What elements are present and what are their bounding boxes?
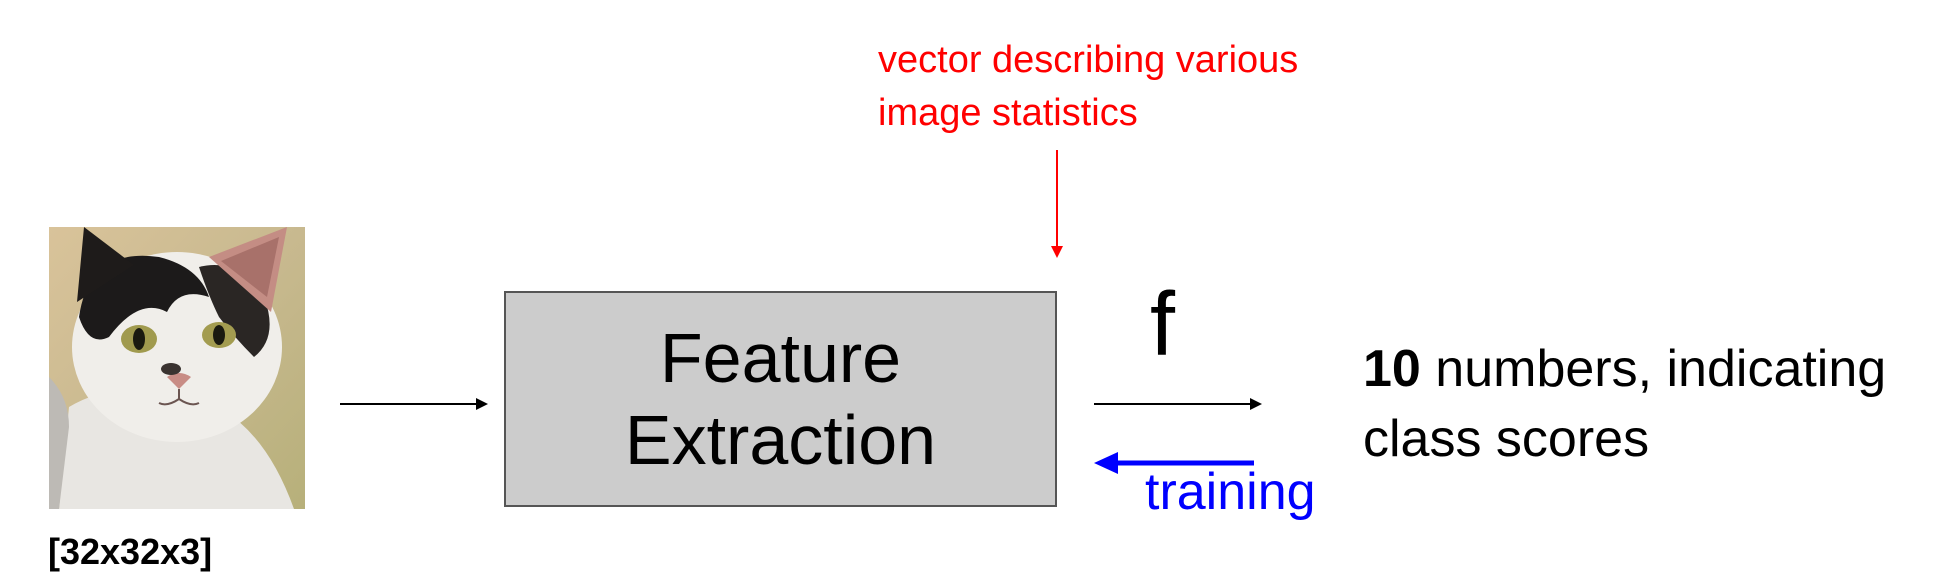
feature-box-line-2: Extraction xyxy=(624,401,937,479)
annotation-arrow xyxy=(1051,150,1063,258)
input-arrow xyxy=(340,398,488,410)
image-dimensions-caption: [32x32x3] xyxy=(48,531,213,572)
output-line-1: 10 numbers, indicating xyxy=(1363,334,1886,404)
feature-extraction-box: Feature Extraction xyxy=(504,291,1057,507)
training-label: training xyxy=(1145,463,1316,521)
output-line-2: class scores xyxy=(1363,410,1650,468)
annotation-line-2: image statistics xyxy=(878,92,1138,134)
annotation-text: vector describing various image statisti… xyxy=(878,34,1298,140)
training-arrow xyxy=(1094,452,1254,474)
annotation-line-1: vector describing various xyxy=(878,39,1299,81)
cat-photo-icon xyxy=(49,227,305,509)
output-arrow xyxy=(1094,398,1262,410)
output-count: 10 xyxy=(1363,340,1421,398)
function-label: f xyxy=(1150,275,1176,375)
output-line-1-rest: numbers, indicating xyxy=(1420,340,1887,398)
feature-box-line-1: Feature xyxy=(659,319,902,397)
output-description: 10 numbers, indicating class scores xyxy=(1363,334,1886,474)
